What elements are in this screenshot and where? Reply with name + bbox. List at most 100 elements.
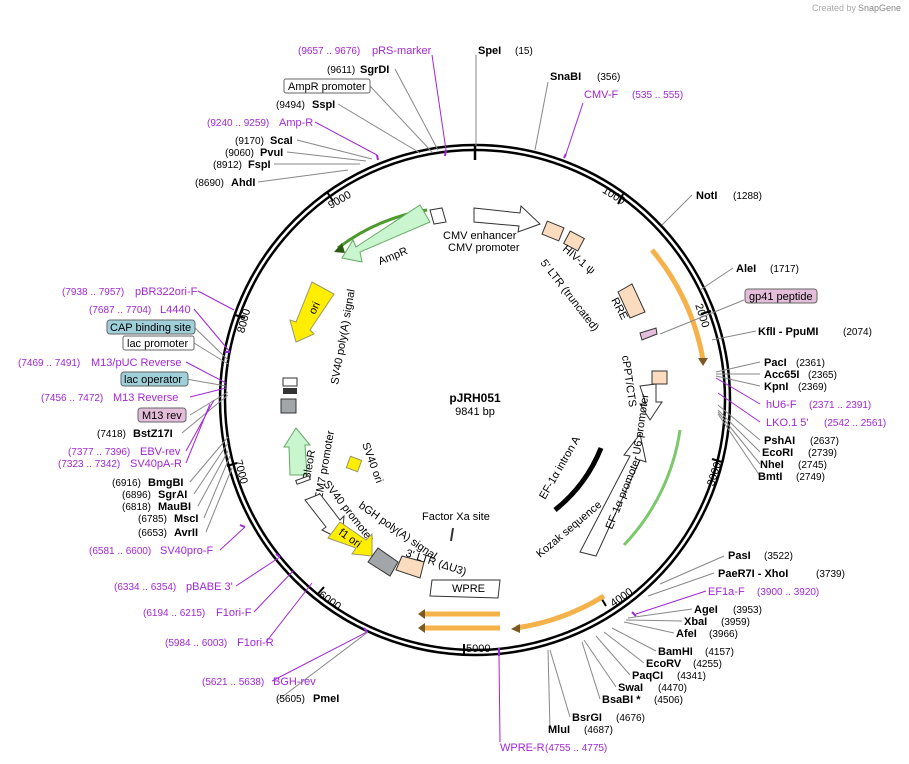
primer-marks [225,149,637,656]
site-snabi-pos: (356) [597,72,620,83]
site-pvui-pos: (9060) [225,148,254,159]
site-acc65i-pos: (2365) [808,370,837,381]
site-kpni: KpnI [764,381,788,393]
primer-sv40pro-f-pos: (6581 .. 6600) [89,546,151,557]
primer-m13puc-pos: (7469 .. 7491) [18,358,80,369]
orange-arrow-top [650,248,706,361]
site-msci-pos: (6785) [138,514,167,525]
ampr-promoter-feature [429,207,447,225]
site-paer7i-xhoi-pos: (3739) [816,569,845,580]
site-pmei-pos: (5605) [276,694,305,705]
gp41-feature [639,327,658,341]
site-mlui: MluI [548,724,570,736]
primer-amp-r: Amp-R [279,117,313,129]
gp41-label-box [744,288,818,304]
ori-feature [289,281,335,343]
right-leaders [475,55,761,743]
label-ampr: AmpR [377,245,410,268]
site-bamhi: BamHI [658,646,693,658]
ltr5-feature [562,230,586,252]
orange-bar-2-head [418,623,425,633]
site-avrii-pos: (6653) [138,528,167,539]
site-sgrdi: SgrDI [360,64,389,76]
site-bsrgi: BsrGI [572,712,602,724]
label-wpre: WPRE [452,583,485,595]
ticks [226,146,723,654]
site-bmgbi: BmgBI [148,477,183,489]
site-bsrgi-pos: (4676) [616,713,645,724]
orange-arrow-bottom [515,593,606,631]
primer-lko1: LKO.1 5' [766,417,808,429]
tick-1000: 1000 [600,184,627,207]
site-paer7i-xhoi: PaeR7I - XhoI [718,568,788,580]
primer-f1ori-f-pos: (6194 .. 6215) [143,608,205,619]
site-mlui-pos: (4687) [584,725,613,736]
site-pasi: PasI [728,550,751,562]
ef1a-promoter-feature [579,432,647,557]
site-noti: NotI [696,190,717,202]
label-gp41: gp41 peptide [749,291,813,303]
hiv-psi-feature [541,220,565,242]
site-xbai-pos: (3959) [721,617,750,628]
ampr-feature [341,204,431,263]
site-spei-pos: (15) [515,46,533,57]
site-paci-pos: (2361) [796,358,825,369]
site-noti-pos: (1288) [733,191,762,202]
primer-lko1-pos: (2542 .. 2561) [824,418,886,429]
lac-promoter-label-box [122,335,195,351]
ltr3-feature [395,555,425,579]
site-alei: AleI [736,263,756,275]
bgh-polya-feature [367,547,399,577]
primer-l4440-pos: (7687 .. 7704) [89,305,151,316]
lac-dark-box [283,388,297,394]
site-sspi: SspI [312,99,335,111]
credit-text: Created by [812,3,857,13]
primer-ef1a-f-pos: (3900 .. 3920) [757,587,819,598]
em7-box [295,475,311,485]
primer-hu6-f-pos: (2371 .. 2391) [809,400,871,411]
site-pasi-pos: (3522) [764,551,793,562]
site-nhei: NheI [760,459,784,471]
primer-cmv-f: CMV-F [584,89,619,101]
site-bmti: BmtI [758,471,782,483]
site-xbai: XbaI [684,616,707,628]
primer-pbr322: pBR322ori-F [135,286,198,298]
site-avrii: AvrII [174,527,198,539]
primer-prs-marker-pos: (9657 .. 9676) [298,46,360,57]
site-acc65i: Acc65I [764,369,799,381]
label-factor-xa: Factor Xa site [422,511,490,523]
lac-operator-label-box [120,371,189,387]
primer-f1ori-r-pos: (5984 .. 6003) [165,638,227,649]
primer-ebv-rev: EBV-rev [140,446,181,458]
primer-ef1a-f: EF1a-F [708,586,745,598]
site-sgrdi-pos: (9611) [327,65,355,76]
primer-m13puc: M13/pUC Reverse [91,357,181,369]
tick-4000: 4000 [608,586,635,610]
site-maubi-pos: (6818) [122,502,151,513]
site-bstz17i: BstZ17I [133,428,173,440]
site-alei-pos: (1717) [770,264,799,275]
label-sv40-polya: SV40 poly(A) signal [329,288,358,385]
primer-bgh-rev: BGH-rev [273,676,316,688]
f1-ori-feature [327,521,373,557]
site-kfli-ppumi-pos: (2074) [843,327,872,338]
orange-arrow-top-head [698,358,708,366]
site-scai: ScaI [270,135,293,147]
plasmid-size: 9841 bp [455,406,495,418]
primer-pbabe: pBABE 3' [186,581,233,593]
site-msci: MscI [174,513,198,525]
label-lac-operator: lac operator [124,374,182,386]
backbone-outer [218,143,732,657]
ampr-promoter-label-box [283,78,371,94]
site-afei: AfeI [676,628,697,640]
site-bstz17i-pos: (7418) [97,429,126,440]
ampr-outer-arrow-head [334,243,345,253]
plasmid-name: pJRH051 [449,391,501,405]
site-sgrai-pos: (6896) [122,490,151,501]
site-bsabi-pos: (4506) [654,695,683,706]
factor-xa-mark [450,527,454,542]
site-bmti-pos: (2749) [796,472,825,483]
label-ori: ori [307,300,323,316]
tick-3000: 3000 [705,461,724,488]
